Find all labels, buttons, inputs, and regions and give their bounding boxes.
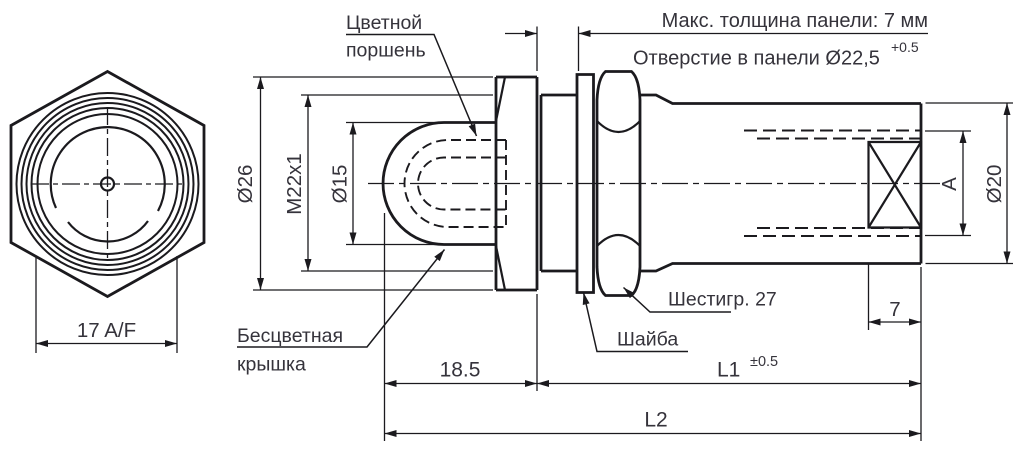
leader-cap [237, 249, 446, 348]
dim-l1-tolerance: ±0.5 [750, 354, 778, 370]
callout-piston-line1: Цветной [346, 12, 422, 34]
dim-window-width: 7 [889, 298, 900, 321]
callout-piston-line2: поршень [346, 40, 426, 62]
dim-bore-dia: A [938, 177, 961, 191]
dim-body-dia: Ø20 [983, 165, 1006, 204]
chamfer-ring [25, 102, 190, 266]
side-view [368, 70, 940, 297]
note-panel-hole-tolerance: +0.5 [891, 39, 919, 55]
extension-line [253, 76, 493, 291]
extension-line [301, 94, 493, 272]
cap-circle-arc [49, 126, 166, 212]
extension-line [925, 102, 1013, 265]
hex-outline [9, 69, 206, 299]
dim-cap-length: 18.5 [440, 359, 481, 382]
dim-l1: L1 [717, 359, 740, 382]
callout-cap-line2: крышка [237, 354, 306, 376]
chamfer-ring [20, 97, 195, 271]
drawing-text: Макс. толщина панели: 7 мм Отверстие в п… [77, 10, 1006, 432]
hex-facet-arc [596, 120, 641, 134]
leader-washer [582, 292, 688, 353]
callout-washer: Шайба [617, 329, 678, 351]
flange-chamfer [494, 245, 507, 291]
callout-hex: Шестигр. 27 [668, 289, 777, 311]
note-panel-thickness: Макс. толщина панели: 7 мм [662, 10, 928, 32]
leader-hex [622, 286, 731, 313]
extension-line [346, 121, 441, 246]
dim-cap-dia: Ø15 [329, 165, 352, 204]
window-box-diagonals [867, 141, 922, 229]
note-panel-hole: Отверстие в панели Ø22,5 [633, 48, 880, 70]
dim-flange-dia: Ø26 [234, 165, 257, 204]
leaders [237, 33, 731, 353]
front-view [9, 69, 206, 353]
body-top-edge [640, 93, 921, 105]
dim-thread: M22x1 [283, 153, 306, 215]
leader-piston [346, 33, 478, 137]
chamfer-ring [15, 92, 200, 276]
flange-chamfer [494, 76, 507, 122]
body-bottom-edge [640, 262, 921, 273]
hex-facet-arc [596, 233, 641, 247]
extension-line [536, 26, 580, 71]
dim-across-flats: 17 A/F [77, 319, 136, 342]
washer-outline [575, 73, 595, 294]
dim-l2: L2 [644, 409, 667, 432]
piston-circle-arc [67, 220, 149, 243]
dimensions [253, 26, 1013, 441]
drawing-lines [9, 26, 1013, 441]
callout-cap-line1: Бесцветная [237, 325, 343, 347]
